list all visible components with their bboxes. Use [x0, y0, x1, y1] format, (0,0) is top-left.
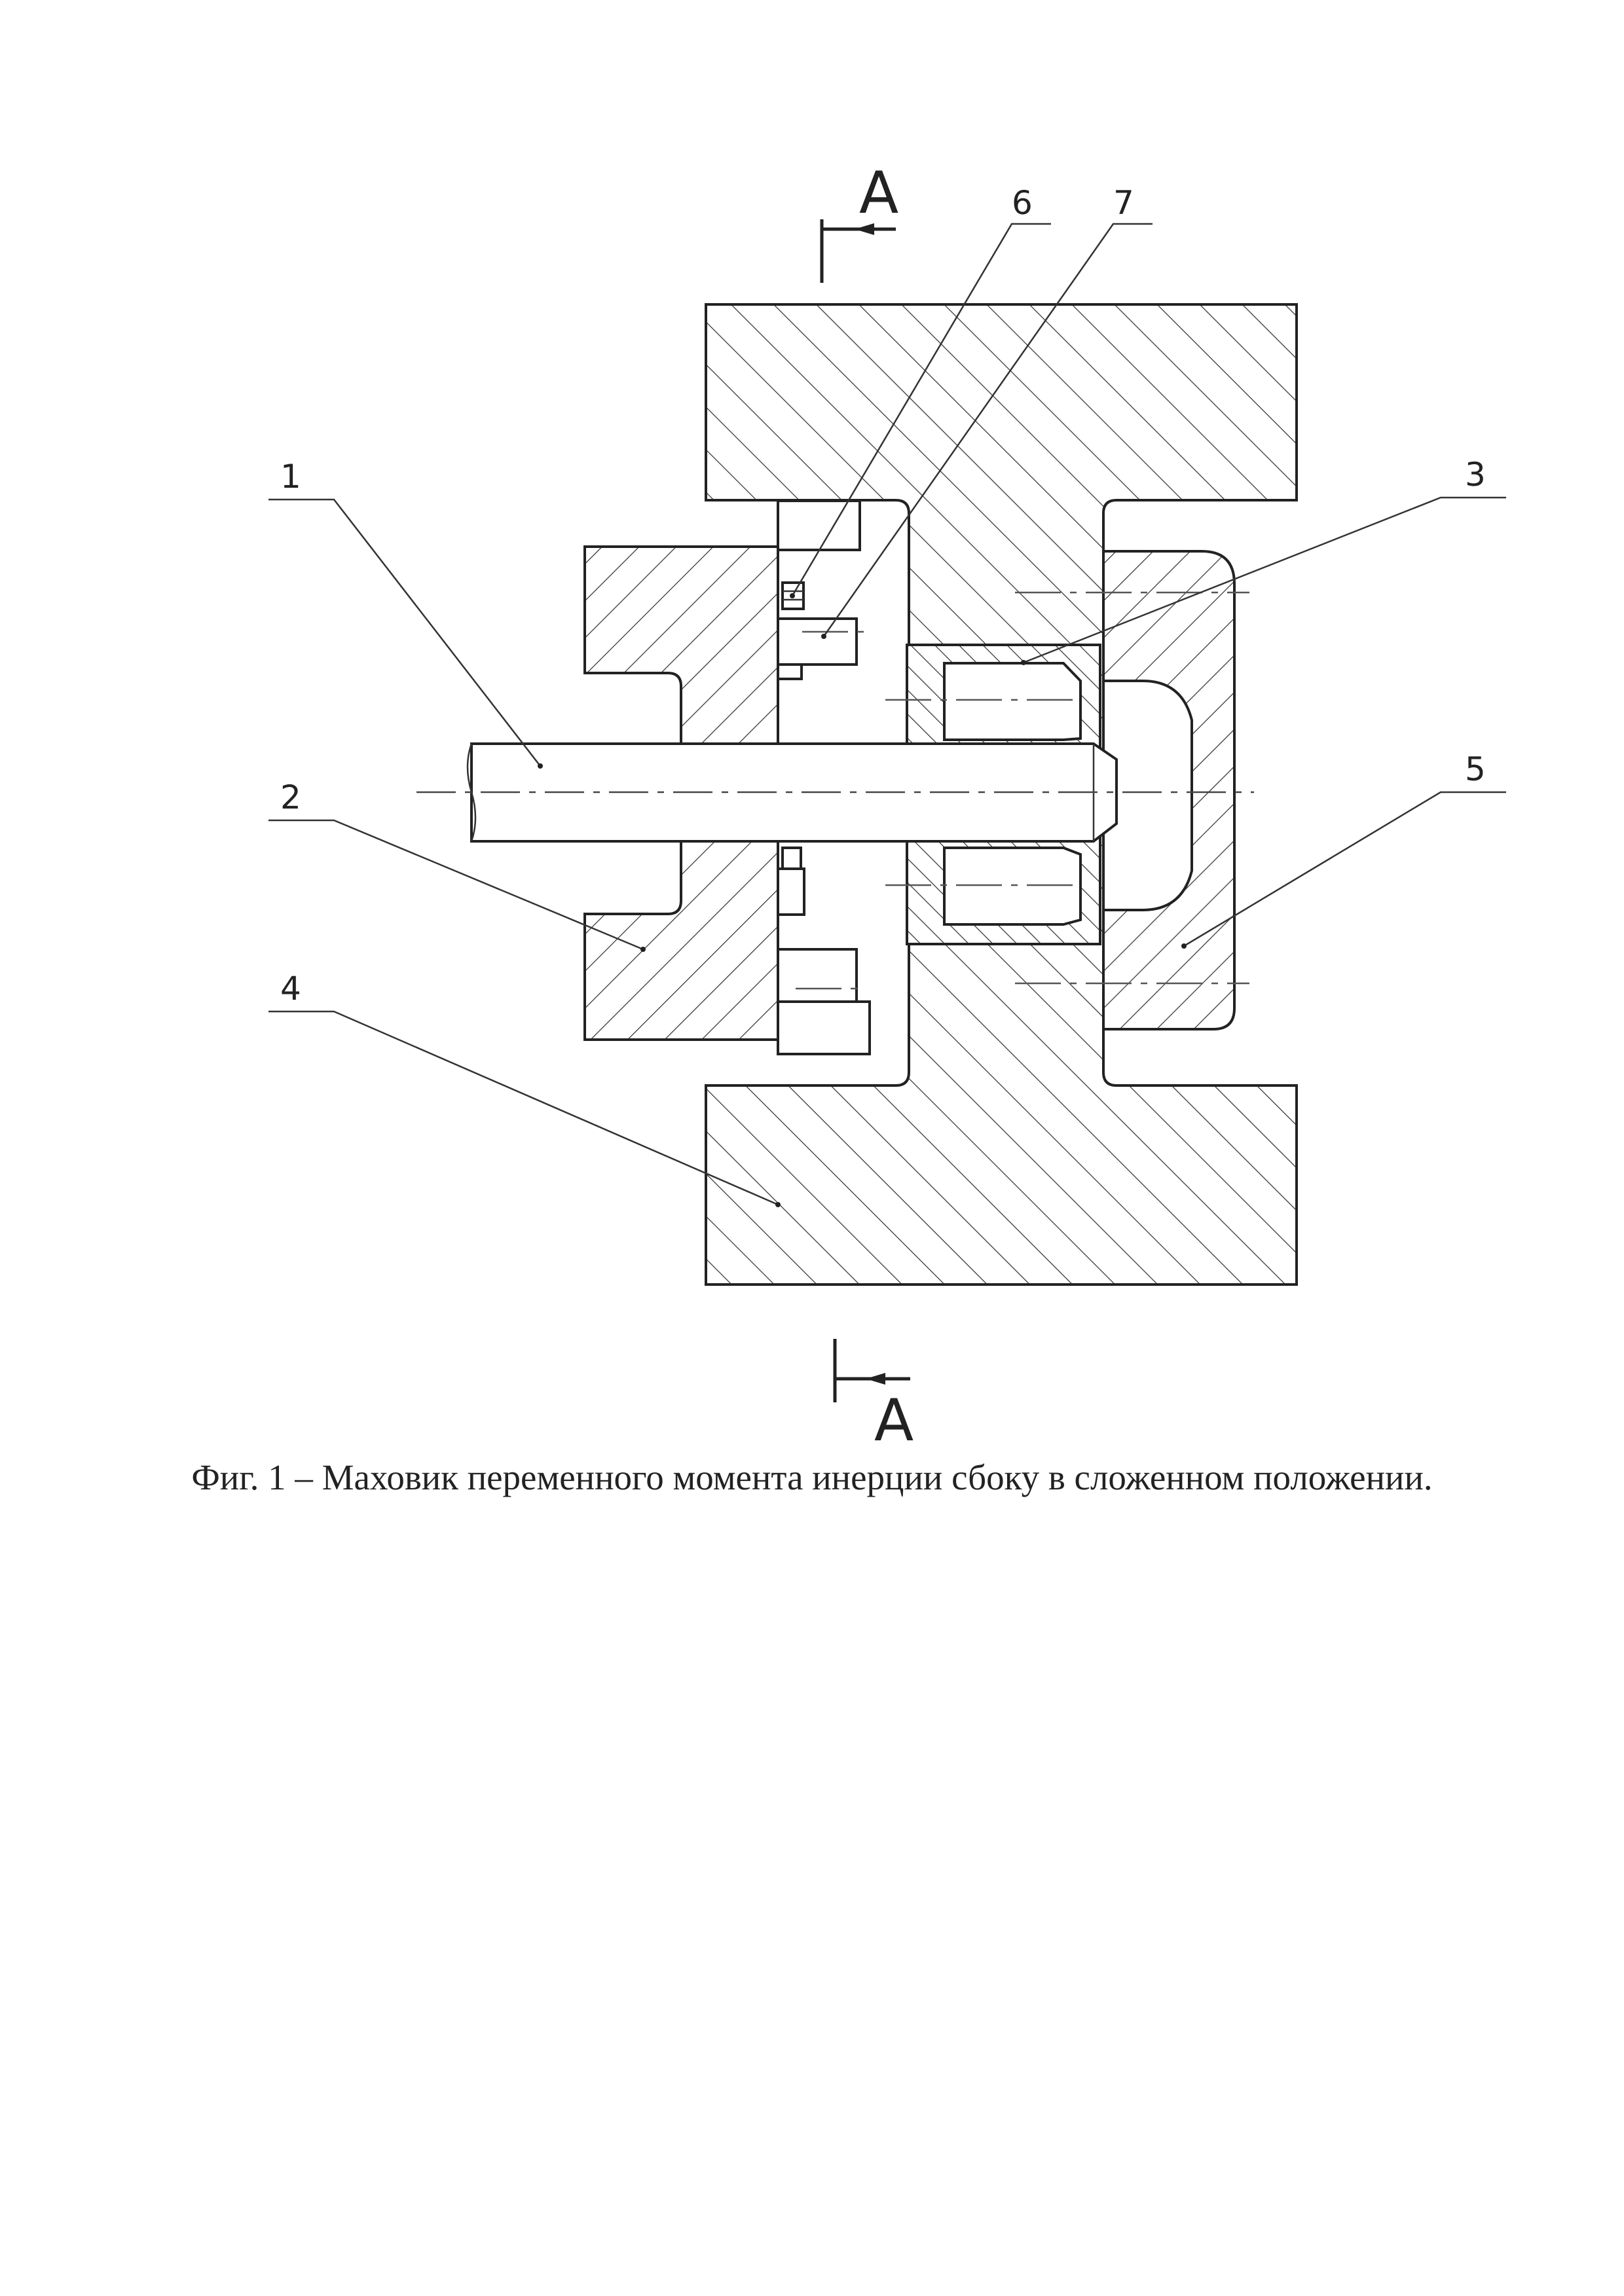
bracket-lower-base: [777, 1000, 871, 1055]
callout-4: 4: [268, 970, 781, 1207]
section-marker-top: А: [820, 159, 898, 283]
bolt-lower-small: [781, 847, 802, 870]
pin-part-3-lower: [943, 847, 1082, 926]
section-letter-bottom: А: [874, 1387, 913, 1454]
callout-5: 5: [1181, 750, 1506, 949]
svg-text:6: 6: [1012, 184, 1033, 222]
bracket-upper: [777, 500, 861, 551]
svg-text:3: 3: [1465, 456, 1486, 494]
washer-upper: [777, 663, 803, 680]
figure-caption: Фиг. 1 – Маховик переменного момента ине…: [191, 1457, 1433, 1497]
svg-text:4: 4: [280, 970, 301, 1008]
svg-text:7: 7: [1113, 184, 1134, 222]
callout-6: 6: [790, 184, 1051, 598]
callout-7: 7: [821, 184, 1153, 639]
section-marker-bottom: А: [833, 1339, 913, 1454]
callout-2: 2: [268, 778, 646, 952]
bracket-lower: [777, 948, 858, 1003]
callout-1: 1: [268, 458, 543, 769]
pin-part-7: [777, 617, 858, 666]
end-cap-part-5: [1102, 550, 1236, 1030]
svg-text:5: 5: [1465, 750, 1486, 788]
svg-text:1: 1: [280, 458, 301, 496]
callout-3: 3: [1021, 456, 1506, 665]
washer-lower: [777, 867, 805, 916]
svg-text:2: 2: [280, 778, 301, 816]
pin-part-3-upper: [943, 662, 1082, 741]
section-letter-top: А: [859, 159, 898, 227]
